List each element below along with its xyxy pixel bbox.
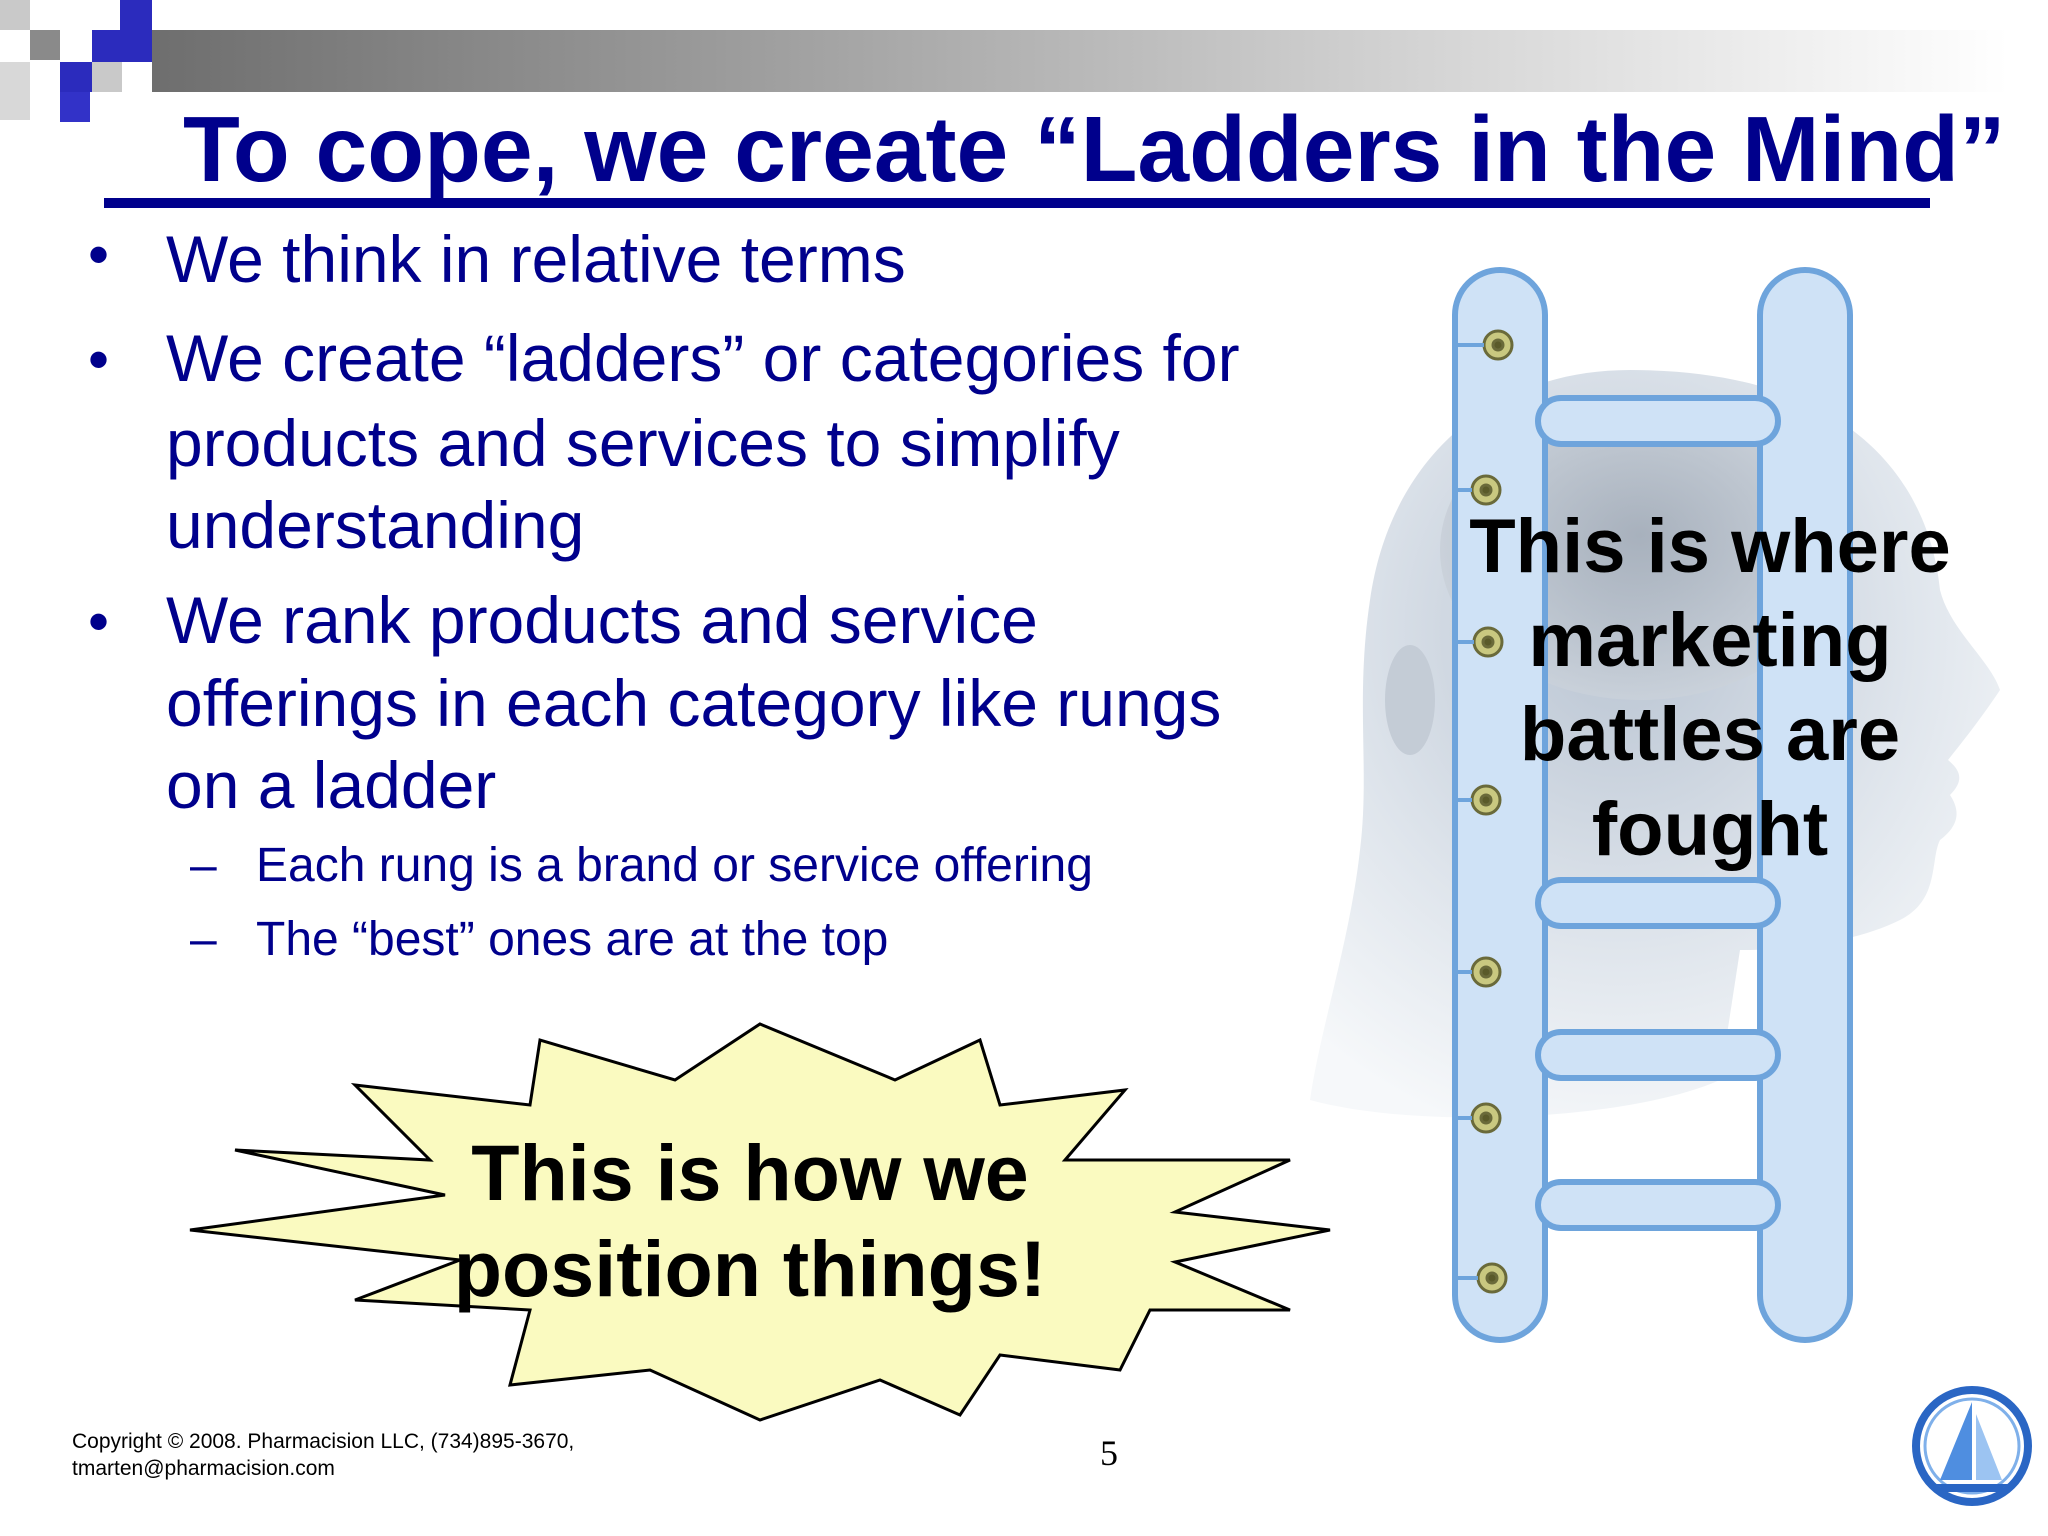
title-underline [104, 198, 1930, 208]
subbullet-1: Each rung is a brand or service offering [256, 839, 1093, 892]
decor-square [0, 62, 30, 120]
bullet-dot: • [88, 326, 110, 393]
bullet-3-line-1: We rank products and service [166, 583, 1038, 657]
callout-right-text: This is where marketing battles are foug… [1410, 500, 2010, 877]
decor-square [120, 0, 152, 30]
decor-square [60, 62, 92, 92]
bullet-2-line-3: understanding [166, 488, 585, 562]
decor-square [92, 62, 122, 92]
decor-square [30, 30, 60, 60]
decor-square [92, 30, 152, 62]
bullet-1-line-1: We think in relative terms [166, 222, 906, 296]
dash-bullet: – [190, 913, 217, 966]
callout-right-line-1: This is where [1469, 504, 1951, 589]
decor-square [60, 92, 90, 122]
bullet-3-line-2: offerings in each category like rungs [166, 666, 1222, 740]
head-ladder-illustration [1310, 267, 2000, 1343]
bullet-dot: • [88, 221, 110, 288]
sailboat-logo-icon [1912, 1386, 2032, 1506]
footer-line-2: tmarten@pharmacision.com [72, 1457, 335, 1481]
callout-right-line-4: fought [1591, 786, 1829, 872]
callout-star-line-1: This is how we [471, 1128, 1029, 1217]
callout-star-line-2: position things! [453, 1224, 1047, 1314]
bullet-3-line-3: on a ladder [166, 748, 497, 822]
footer-line-1: Copyright © 2008. Pharmacision LLC, (734… [72, 1430, 575, 1453]
callout-right-line-3: battles are [1519, 692, 1901, 778]
callout-right-line-2: marketing [1528, 598, 1892, 684]
slide-title: To cope, we create “Ladders in the Mind” [183, 97, 2006, 201]
bullet-dot: • [88, 588, 110, 655]
footer-copyright: Copyright © 2008. Pharmacision LLC, (734… [72, 1428, 574, 1483]
page-number: 5 [1100, 1433, 1118, 1473]
bullet-2-line-2: products and services to simplify [166, 406, 1120, 480]
starburst-callout-text: This is how we position things! [380, 1125, 1120, 1318]
decor-square [0, 0, 30, 30]
bullet-2-line-1: We create “ladders” or categories for [166, 321, 1240, 395]
title-bar-gradient [152, 30, 2008, 92]
subbullet-2: The “best” ones are at the top [256, 913, 889, 966]
ladder-icon [1452, 267, 1853, 1343]
dash-bullet: – [190, 839, 217, 892]
